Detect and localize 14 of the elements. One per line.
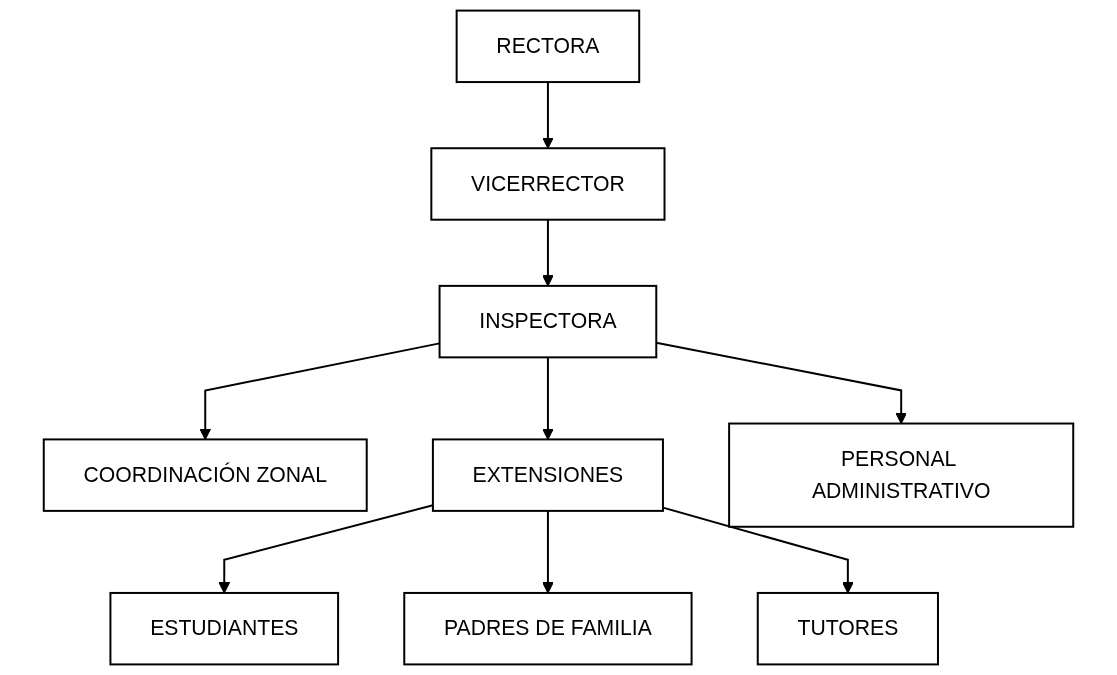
node-box: COORDINACIÓN ZONAL — [42, 438, 368, 512]
node-box: PERSONAL ADMINISTRATIVO — [728, 422, 1075, 528]
arrow — [661, 506, 854, 594]
arrow — [542, 218, 554, 287]
node-box: PADRES DE FAMILIA — [403, 591, 693, 666]
node-box: RECTORA — [455, 9, 641, 84]
node-box: TUTORES — [756, 591, 939, 666]
node-box: EXTENSIONES — [431, 438, 664, 512]
node-box: VICERRECTOR — [430, 147, 666, 221]
node-box: INSPECTORA — [438, 284, 658, 359]
arrow — [542, 356, 554, 440]
node-box: ESTUDIANTES — [109, 591, 340, 666]
arrow — [542, 509, 554, 594]
arrow — [542, 81, 554, 149]
